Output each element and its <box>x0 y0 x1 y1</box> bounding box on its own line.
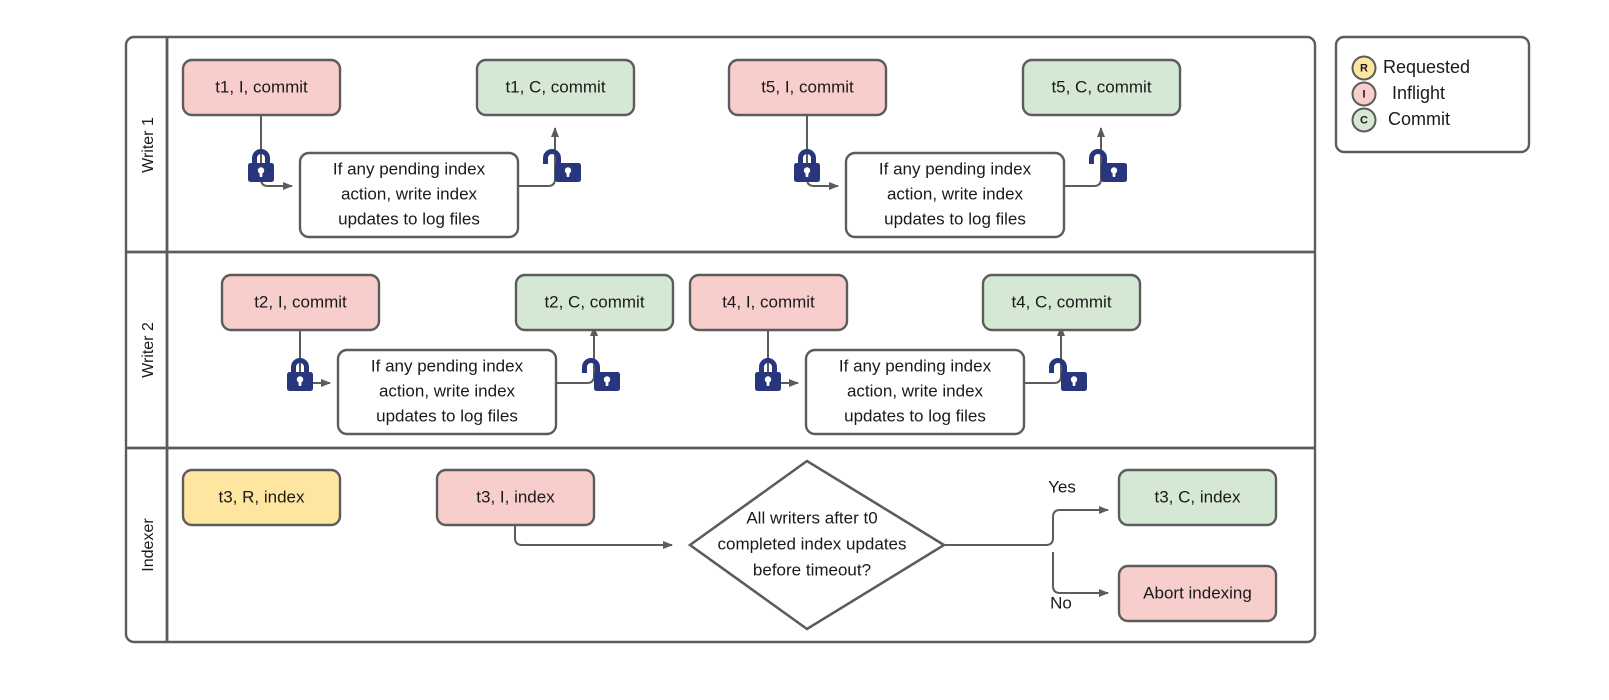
legend-label-requested: Requested <box>1383 57 1470 77</box>
lock-open-icon <box>1049 358 1087 391</box>
w1-process-b-line1: If any pending index <box>879 159 1032 178</box>
indexer-node-inflight[interactable]: t3, I, index <box>435 468 596 527</box>
lane-label-indexer-text: Indexer <box>140 518 157 572</box>
indexer-node-abort[interactable]: Abort indexing <box>1117 564 1278 623</box>
lock-closed-icon <box>248 149 274 182</box>
indexer-no-label: No <box>1050 593 1072 612</box>
indexer-node-commit[interactable]: t3, C, index <box>1117 468 1278 527</box>
indexer-flow-yes <box>944 506 1109 546</box>
indexer-decision-line1: All writers after t0 <box>746 508 877 527</box>
w1-node-t5-commit-label: t5, C, commit <box>1051 77 1151 96</box>
legend-item-commit: C Commit <box>1351 107 1450 133</box>
w1-node-t1-inflight[interactable]: t1, I, commit <box>181 58 342 117</box>
w1-process-b-line2: action, write index <box>887 184 1024 203</box>
legend-badge-commit: C <box>1360 114 1368 126</box>
indexer-decision[interactable]: All writers after t0 completed index upd… <box>687 459 947 631</box>
lane-label-writer-1: Writer 1 <box>140 117 157 173</box>
lock-open-icon <box>543 149 581 182</box>
w1-process-a[interactable]: If any pending index action, write index… <box>298 151 520 239</box>
w1-node-t5-inflight[interactable]: t5, I, commit <box>727 58 888 117</box>
lane-label-indexer: Indexer <box>140 518 157 572</box>
legend-badge-inflight: I <box>1362 88 1365 100</box>
legend-panel: R Requested I Inflight C Commit <box>1334 35 1531 154</box>
legend-item-inflight: I Inflight <box>1351 81 1445 107</box>
w1-node-t1-commit-label: t1, C, commit <box>505 77 605 96</box>
w2-process-a-line3: updates to log files <box>376 406 518 425</box>
w2-process-a-line2: action, write index <box>379 381 516 400</box>
w2-node-t2-inflight-label: t2, I, commit <box>254 292 347 311</box>
w2-node-t4-commit[interactable]: t4, C, commit <box>981 273 1142 332</box>
indexer-decision-line3: before timeout? <box>753 560 871 579</box>
lock-closed-icon <box>794 149 820 182</box>
indexer-flow-no <box>1052 552 1109 597</box>
w2-node-t2-commit-label: t2, C, commit <box>544 292 644 311</box>
indexer-flow-to-decision <box>514 524 673 549</box>
w1-node-t1-commit[interactable]: t1, C, commit <box>475 58 636 117</box>
w2-node-t4-inflight[interactable]: t4, I, commit <box>688 273 849 332</box>
w2-process-b-line2: action, write index <box>847 381 984 400</box>
w1-node-t1-inflight-label: t1, I, commit <box>215 77 308 96</box>
w2-node-t4-inflight-label: t4, I, commit <box>722 292 815 311</box>
indexer-node-inflight-label: t3, I, index <box>476 487 555 506</box>
w1-node-t5-commit[interactable]: t5, C, commit <box>1021 58 1182 117</box>
lock-open-icon <box>582 358 620 391</box>
w2-node-t4-commit-label: t4, C, commit <box>1011 292 1111 311</box>
w2-process-a[interactable]: If any pending index action, write index… <box>336 348 558 436</box>
lane-label-writer-2-text: Writer 2 <box>140 322 157 378</box>
lock-closed-icon <box>287 358 313 391</box>
w2-node-t2-commit[interactable]: t2, C, commit <box>514 273 675 332</box>
indexer-yes-label: Yes <box>1048 477 1076 496</box>
w2-node-t2-inflight[interactable]: t2, I, commit <box>220 273 381 332</box>
w1-process-b-line3: updates to log files <box>884 209 1026 228</box>
legend-label-commit: Commit <box>1388 109 1450 129</box>
legend-item-requested: R Requested <box>1351 55 1470 81</box>
indexer-node-commit-label: t3, C, index <box>1155 487 1241 506</box>
w2-process-b-line1: If any pending index <box>839 356 992 375</box>
indexer-decision-line2: completed index updates <box>717 534 906 553</box>
w2-process-b-line3: updates to log files <box>844 406 986 425</box>
lock-closed-icon <box>755 358 781 391</box>
w1-node-t5-inflight-label: t5, I, commit <box>761 77 854 96</box>
w1-process-a-line1: If any pending index <box>333 159 486 178</box>
w1-process-a-line2: action, write index <box>341 184 478 203</box>
lock-open-icon <box>1089 149 1127 182</box>
lane-label-writer-1-text: Writer 1 <box>140 117 157 173</box>
w1-process-b[interactable]: If any pending index action, write index… <box>844 151 1066 239</box>
w2-process-b[interactable]: If any pending index action, write index… <box>804 348 1026 436</box>
legend-badge-requested: R <box>1360 62 1368 74</box>
legend-label-inflight: Inflight <box>1392 83 1445 103</box>
indexer-node-requested[interactable]: t3, R, index <box>181 468 342 527</box>
lane-label-writer-2: Writer 2 <box>140 322 157 378</box>
w1-process-a-line3: updates to log files <box>338 209 480 228</box>
indexer-node-requested-label: t3, R, index <box>219 487 305 506</box>
w2-process-a-line1: If any pending index <box>371 356 524 375</box>
indexer-node-abort-label: Abort indexing <box>1143 583 1252 602</box>
